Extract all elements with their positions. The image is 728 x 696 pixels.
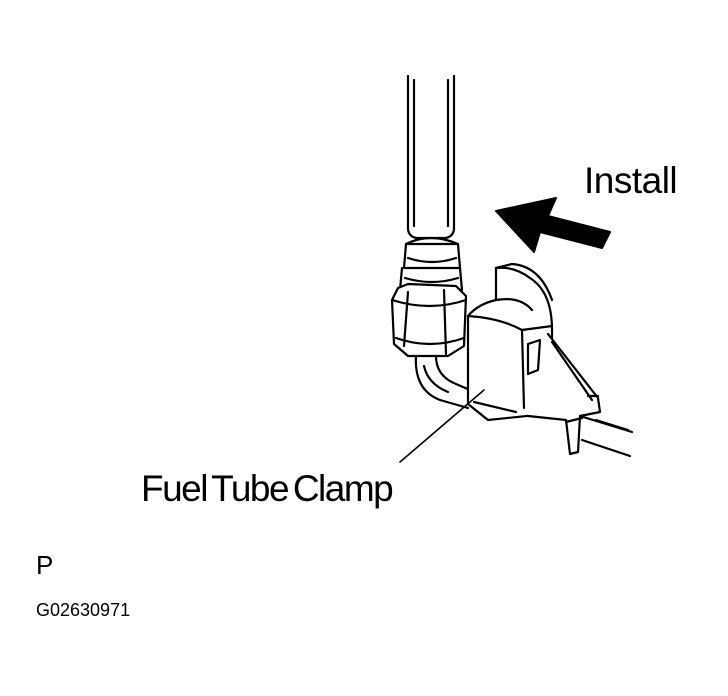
hex-nut bbox=[390, 282, 468, 358]
clamp-body bbox=[466, 262, 554, 422]
bent-tube bbox=[414, 354, 472, 410]
fuel-tube-clamp-label: Fuel Tube Clamp bbox=[141, 468, 394, 509]
clamp-leader-line bbox=[399, 389, 485, 463]
bold-arrow-left-icon bbox=[495, 197, 611, 253]
clamp-bracket bbox=[526, 332, 602, 456]
fuel-tube bbox=[404, 74, 460, 246]
figure-code: G02630971 bbox=[36, 600, 131, 620]
install-label: Install bbox=[584, 160, 678, 201]
view-letter: P bbox=[36, 550, 54, 580]
horizontal-tube bbox=[578, 414, 634, 458]
